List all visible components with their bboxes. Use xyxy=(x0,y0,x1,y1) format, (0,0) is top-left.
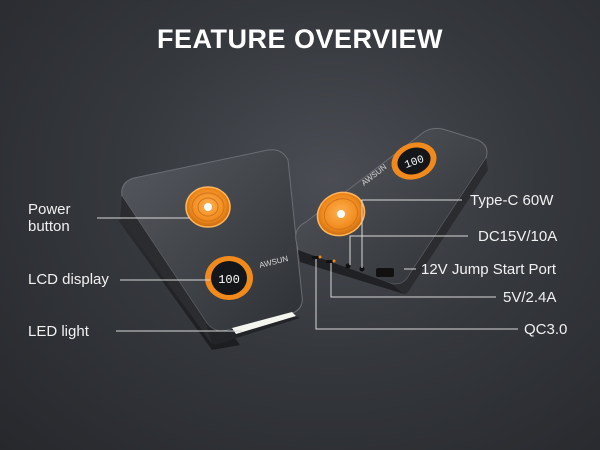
led-strip xyxy=(232,312,296,334)
label-lcd-display: LCD display xyxy=(28,271,109,288)
page-title: FEATURE OVERVIEW xyxy=(156,24,444,54)
dc-port xyxy=(345,263,351,269)
line-dc xyxy=(349,235,468,265)
label-jump-start: 12V Jump Start Port xyxy=(421,261,557,278)
port-row xyxy=(312,255,394,277)
power-button-left xyxy=(185,186,231,228)
power-button-right xyxy=(316,191,366,237)
line-5v xyxy=(330,263,496,298)
lcd-reading-left: 100 xyxy=(218,273,240,287)
lcd-display-right: 100 xyxy=(391,142,437,180)
line-qc xyxy=(315,259,518,330)
lcd-display-left: 100 xyxy=(205,256,253,300)
label-5v: 5V/2.4A xyxy=(503,289,557,306)
callout-lines xyxy=(97,199,518,332)
label-dc-out: DC15V/10A xyxy=(478,228,558,245)
jump-start-port xyxy=(376,268,394,277)
left-power-bank: 100 AWSUN xyxy=(118,149,303,350)
usb-port xyxy=(326,260,333,263)
qc-port xyxy=(312,256,319,259)
label-type-c: Type-C 60W xyxy=(470,192,554,209)
label-qc: QC3.0 xyxy=(524,321,568,338)
label-led-light: LED light xyxy=(28,323,89,340)
typec-port xyxy=(359,266,365,272)
right-power-bank: 100 AWSUN xyxy=(295,127,488,295)
label-power-button: Power button xyxy=(28,201,71,235)
line-typec xyxy=(361,199,462,268)
